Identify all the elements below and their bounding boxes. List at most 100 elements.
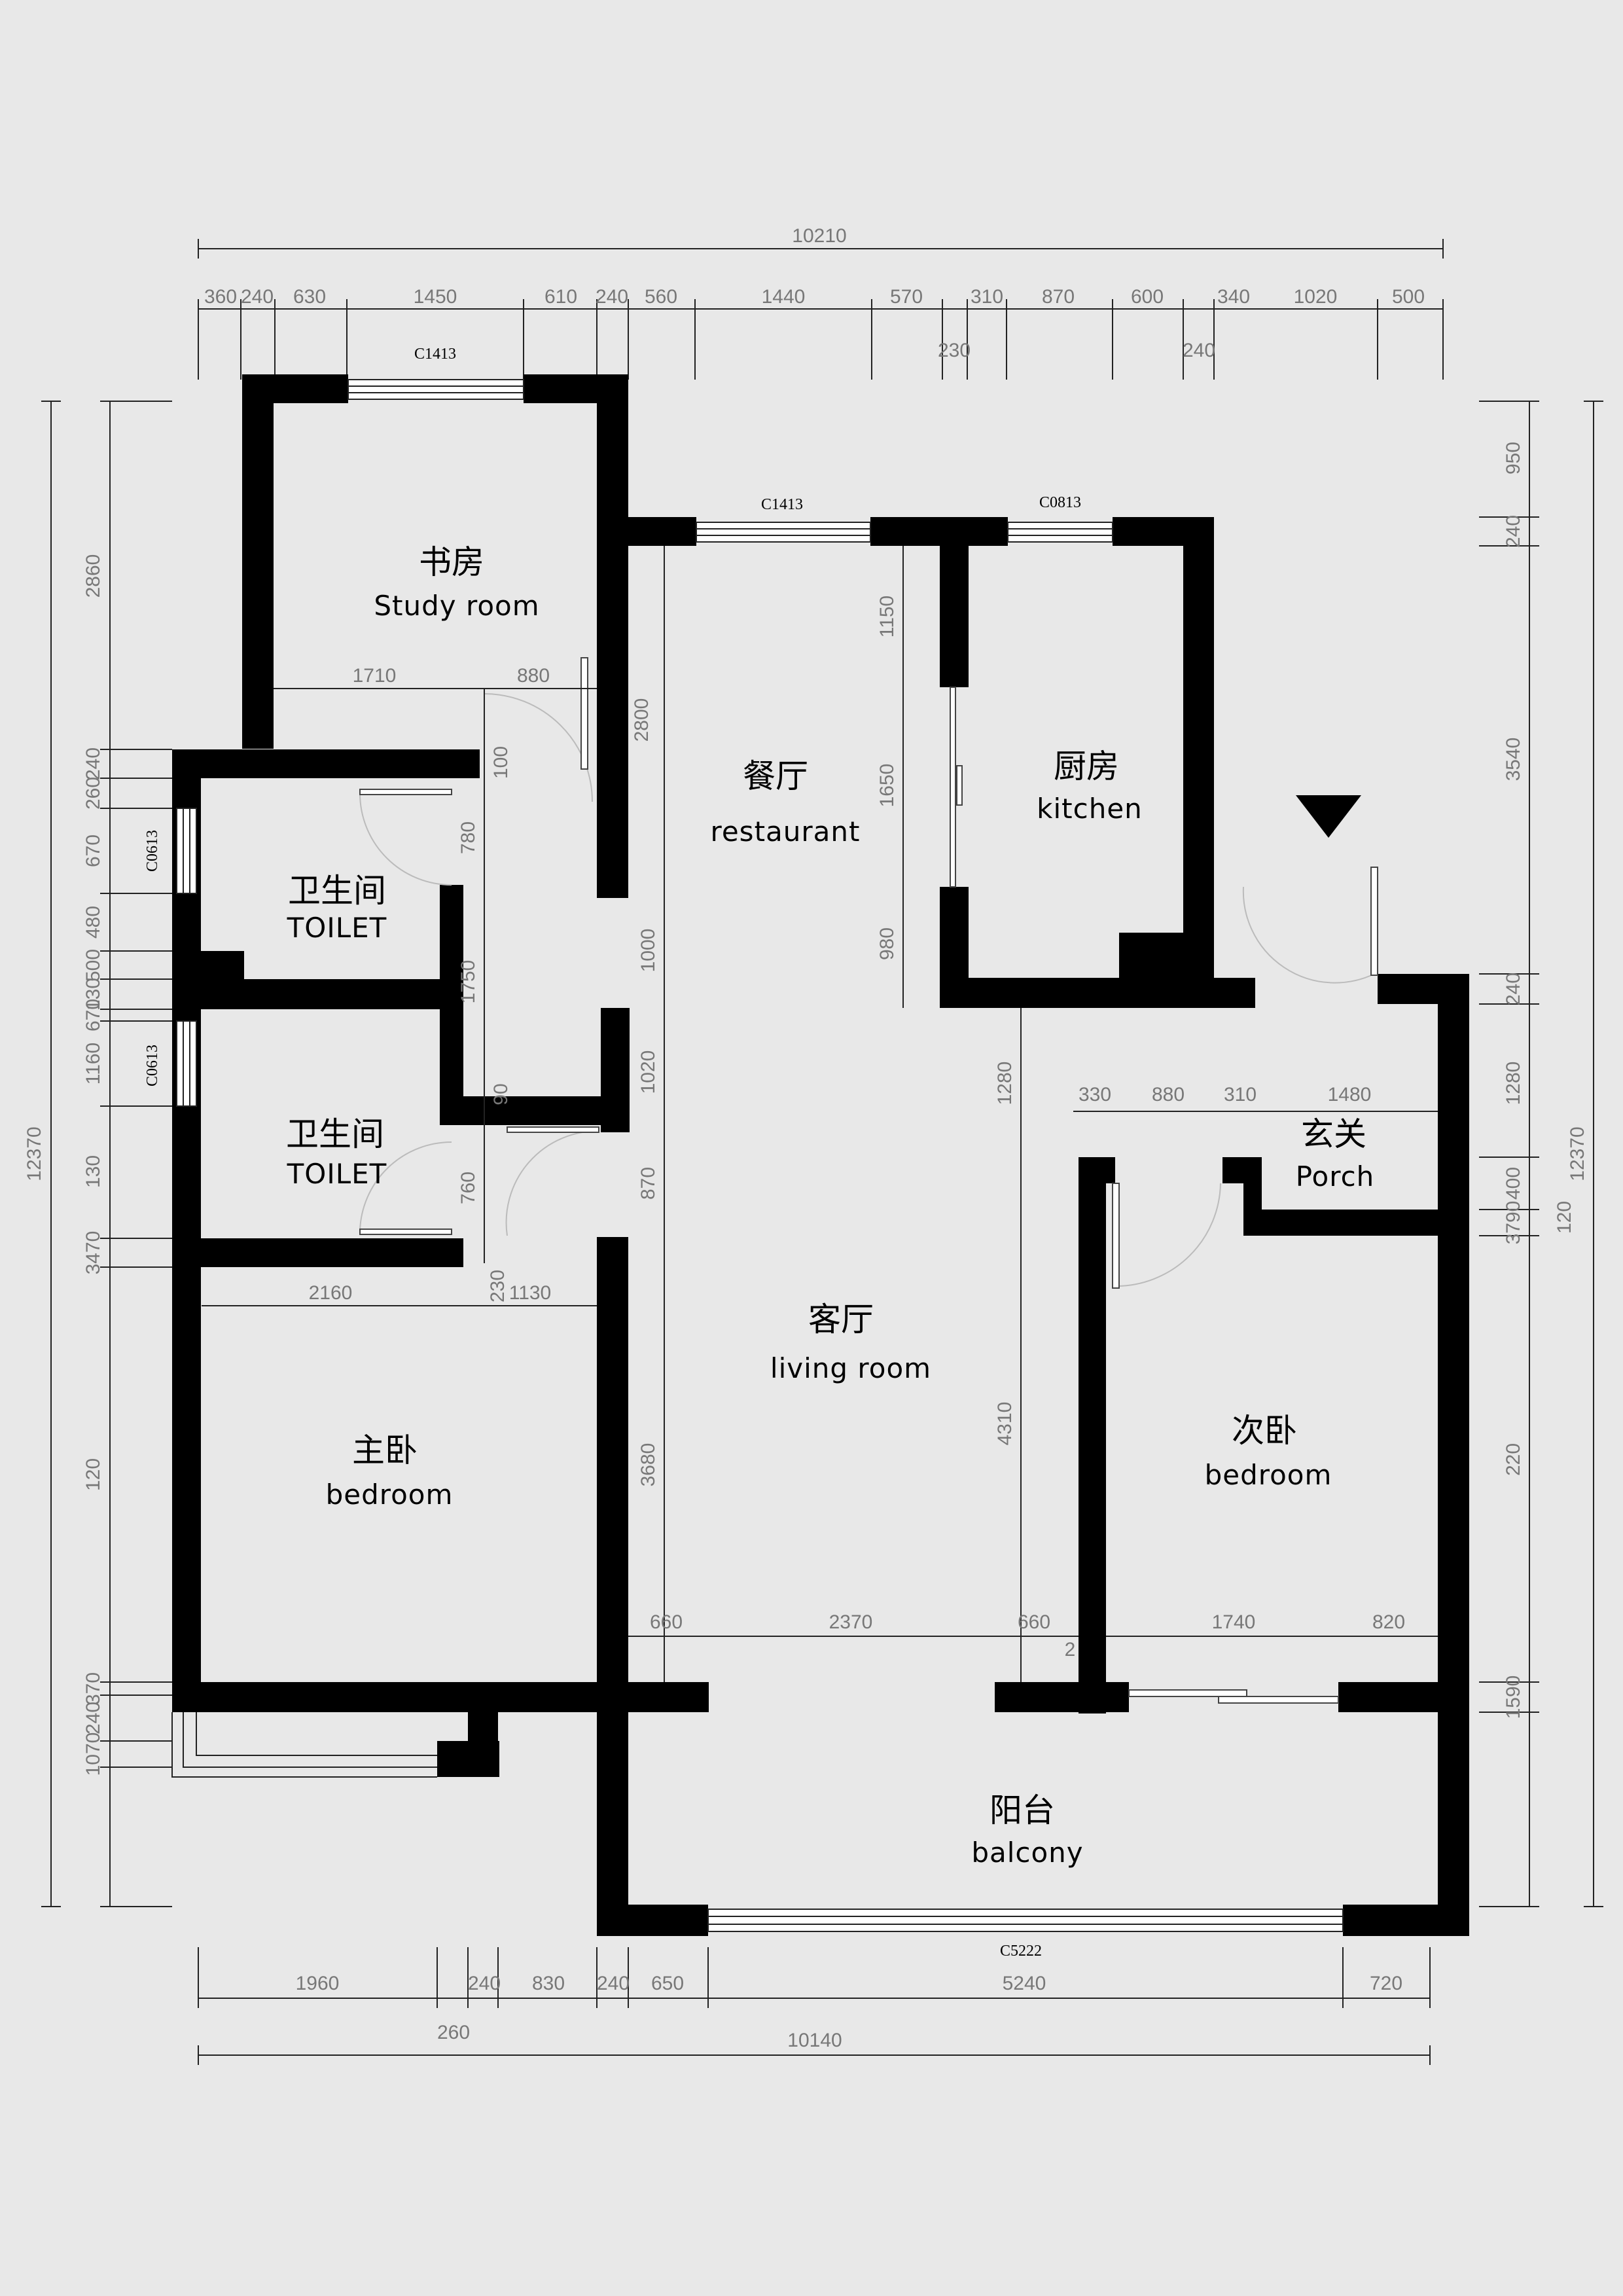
room-master-bedroom: 主卧 bedroom — [326, 1431, 454, 1511]
entrance-arrow-icon — [1296, 795, 1361, 838]
dim-bot-820: 820 — [1372, 1611, 1405, 1633]
dim-bottom-2: 830 — [532, 1973, 565, 1994]
room-study-cn: 书房 — [419, 543, 484, 581]
window-code-toilet2: C0613 — [144, 1045, 161, 1086]
dim-top-4: 610 — [544, 286, 577, 308]
dim-master-2160: 2160 — [309, 1282, 353, 1304]
dim-right-5: 400 — [1503, 1167, 1524, 1200]
room-kitchen: 厨房 kitchen — [1037, 747, 1143, 825]
dim-right-8: 1590 — [1503, 1676, 1524, 1719]
dim-left-0: 2860 — [82, 554, 104, 598]
dim-left-1: 240 — [82, 747, 104, 780]
room-study-en: Study room — [374, 590, 539, 622]
room-second-en: bedroom — [1205, 1459, 1332, 1491]
dim-bot-2370: 2370 — [829, 1611, 873, 1633]
dim-top-8: 570 — [890, 286, 923, 308]
dim-right-2: 3540 — [1503, 738, 1524, 781]
interior-dimensions: 1710 880 2800 100 780 1750 90 760 230 21… — [309, 596, 1405, 1660]
dim-top-1: 240 — [241, 286, 274, 308]
dim-bottom-6: 720 — [1370, 1973, 1402, 1994]
dim-porch-330: 330 — [1079, 1084, 1111, 1105]
room-master-en: bedroom — [326, 1479, 454, 1511]
doors — [359, 657, 1378, 1704]
window-code-kitchen: C0813 — [1039, 494, 1081, 511]
dim-right-1: 240 — [1503, 515, 1524, 548]
room-restaurant: 餐厅 restaurant — [711, 757, 860, 848]
dim-bottom-sub: 260 — [437, 2022, 470, 2043]
window-code-toilet1: C0613 — [144, 830, 161, 872]
dim-left-6: 130 — [82, 978, 104, 1011]
room-balcony-cn: 阳台 — [990, 1791, 1055, 1829]
dim-top-5: 240 — [596, 286, 628, 308]
dim-top-12: 340 — [1217, 286, 1250, 308]
room-kitchen-en: kitchen — [1037, 793, 1143, 825]
dim-left-8: 1160 — [82, 1043, 104, 1085]
walls — [172, 374, 1469, 1936]
dim-left-13: 240 — [82, 1702, 104, 1734]
dim-90: 90 — [490, 1083, 512, 1105]
dim-3680: 3680 — [637, 1443, 659, 1487]
dim-top-11: 600 — [1131, 286, 1164, 308]
room-toilet1-cn: 卫生间 — [288, 872, 386, 910]
dim-right-sub: 120 — [1554, 1201, 1575, 1234]
dim-760: 760 — [457, 1172, 479, 1204]
dim-left-7: 670 — [82, 999, 104, 1031]
dim-porch-310: 310 — [1224, 1084, 1257, 1105]
dim-1650: 1650 — [876, 764, 898, 808]
dim-left-3: 670 — [82, 834, 104, 867]
dim-bottom-1: 240 — [468, 1973, 501, 1994]
dim-bottom-total: 10140 — [787, 2030, 842, 2051]
dim-bot-660b: 660 — [1018, 1611, 1050, 1633]
dim-top-3: 1450 — [414, 286, 457, 308]
room-study: 书房 Study room — [374, 543, 539, 622]
dim-porch-1480: 1480 — [1328, 1084, 1372, 1105]
dim-porch-880: 880 — [1152, 1084, 1185, 1105]
dim-right-7: 220 — [1503, 1443, 1524, 1476]
dim-master-1130: 1130 — [509, 1282, 552, 1304]
room-toilet-2: 卫生间 TOILET — [286, 1115, 387, 1190]
dim-1280: 1280 — [994, 1062, 1016, 1105]
dim-top-0: 360 — [204, 286, 237, 308]
dim-left-9: 130 — [82, 1155, 104, 1188]
room-kitchen-cn: 厨房 — [1054, 747, 1119, 785]
room-toilet-1: 卫生间 TOILET — [287, 872, 387, 944]
room-toilet1-en: TOILET — [287, 912, 387, 944]
room-living-cn: 客厅 — [808, 1300, 874, 1338]
dim-top-6: 560 — [645, 286, 677, 308]
dim-top-13: 1020 — [1294, 286, 1338, 308]
room-second-cn: 次卧 — [1232, 1412, 1297, 1450]
dim-left-14: 1070 — [82, 1732, 104, 1776]
dim-right-total: 12370 — [1567, 1126, 1588, 1181]
room-toilet2-en: TOILET — [287, 1158, 387, 1190]
dim-bottom-0: 1960 — [296, 1973, 340, 1994]
dim-top-240: 240 — [1183, 340, 1215, 361]
dim-780: 780 — [457, 821, 479, 854]
room-porch-cn: 玄关 — [1301, 1115, 1366, 1153]
dim-bot-2: 2 — [1065, 1639, 1076, 1660]
dim-top-total: 10210 — [792, 225, 846, 247]
room-toilet2-cn: 卫生间 — [286, 1115, 384, 1153]
dim-1020: 1020 — [637, 1050, 659, 1094]
room-balcony: 阳台 balcony — [971, 1791, 1083, 1869]
dim-top-14: 500 — [1392, 286, 1425, 308]
dim-bottom-5: 5240 — [1003, 1973, 1046, 1994]
top-overall-dimension: 10210 — [792, 225, 846, 247]
dim-left-5: 500 — [82, 949, 104, 982]
room-master-cn: 主卧 — [352, 1431, 418, 1469]
dim-bot-660a: 660 — [650, 1611, 683, 1633]
window-code-restaurant: C1413 — [761, 496, 803, 513]
dim-980: 980 — [876, 927, 898, 960]
dim-left-4: 480 — [82, 906, 104, 939]
dim-top-9: 310 — [971, 286, 1003, 308]
dim-top-2: 630 — [293, 286, 326, 308]
room-porch: 玄关 Porch — [1296, 1115, 1374, 1193]
dim-bot-1740: 1740 — [1212, 1611, 1256, 1633]
room-restaurant-cn: 餐厅 — [743, 757, 808, 795]
room-balcony-en: balcony — [971, 1837, 1083, 1869]
dim-right-0: 950 — [1503, 442, 1524, 475]
room-second-bedroom: 次卧 bedroom — [1205, 1412, 1332, 1491]
interior-dimension-lines — [202, 546, 1438, 1682]
